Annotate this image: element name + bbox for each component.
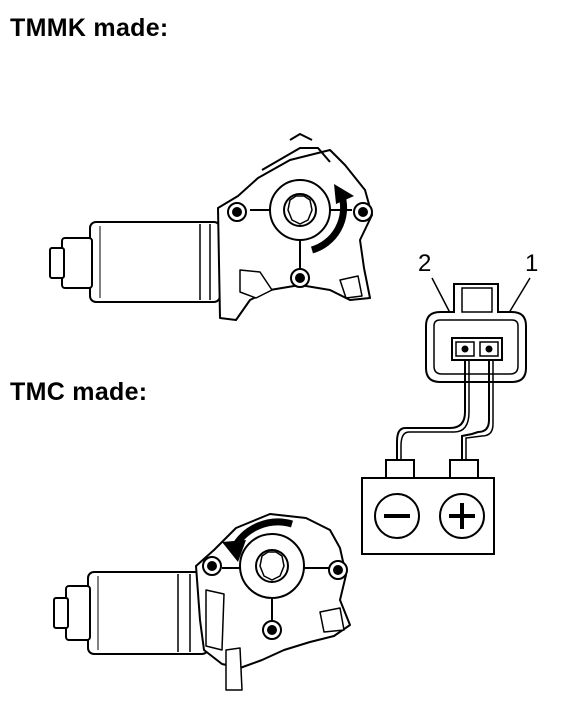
heading-tmc-made: TMC made: (10, 378, 148, 406)
tmc-motor-body (53, 571, 209, 655)
battery-positive-terminal (449, 459, 479, 479)
connector-assembly (425, 277, 531, 383)
battery-wires (396, 360, 494, 462)
tmc-motor-illustration (53, 513, 351, 691)
heading-tmmk-made: TMMK made: (10, 14, 169, 42)
minus-icon (374, 493, 420, 539)
battery (361, 459, 495, 555)
tmmk-motor-illustration (49, 133, 373, 321)
tmmk-gear-housing (217, 133, 373, 321)
pin-label-2: 2 (418, 250, 432, 277)
plus-icon (439, 493, 485, 539)
tmc-gear-housing (195, 513, 351, 691)
battery-negative-terminal (385, 459, 415, 479)
tmmk-rotation-arrow (310, 184, 354, 254)
tmc-rotation-arrow (222, 518, 293, 562)
tmmk-motor-body (49, 221, 221, 303)
pin-label-1: 1 (525, 250, 539, 277)
